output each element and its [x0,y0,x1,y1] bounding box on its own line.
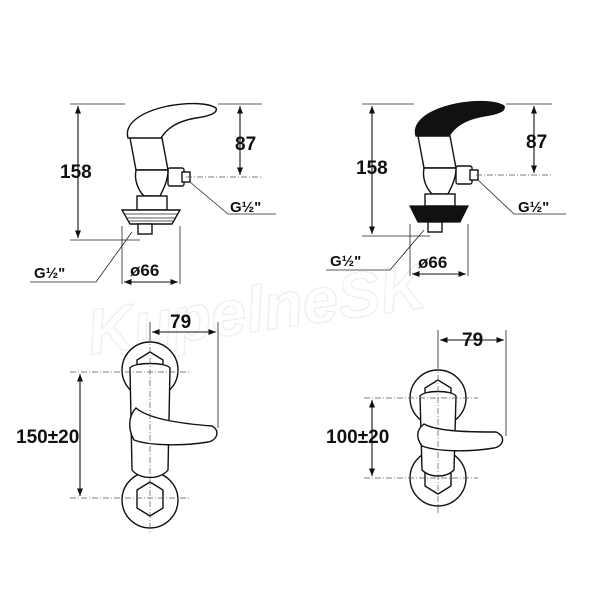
lever-handle [414,100,505,139]
lever-top [417,423,504,452]
top-view-left: 79 150±20 [16,312,219,534]
valve-body [129,137,169,171]
inlet-nipple [427,221,443,233]
height-label: 158 [60,162,92,183]
outlet-height-label: 87 [235,134,256,155]
outlet-thread-label: G½" [230,199,261,216]
spacing-label: 100±20 [326,427,389,448]
inlet-thread-leader [30,231,133,283]
depth-label: 79 [170,312,191,333]
outlet-thread-label: G½" [518,199,549,216]
height-label: 158 [356,158,388,179]
top-view-right: 79 100±20 [326,330,507,514]
valve-neck [134,169,169,197]
outlet-thread-leader [189,181,276,215]
inlet-thread-label: G½" [330,253,361,270]
lever-top [129,407,218,446]
diameter-label: ø66 [130,261,159,280]
diameter-label: ø66 [418,253,447,272]
wall-rosette [120,209,182,225]
front-view-left: 158 87 G½" G½" ø66 [30,102,276,286]
inlet-thread-leader [326,229,425,271]
outlet-height-label: 87 [526,132,547,153]
connector-nut [424,193,456,207]
outlet-thread-leader [477,179,566,215]
connector-nut [136,195,168,211]
inlet-thread-label: G½" [34,265,65,282]
depth-label: 79 [462,330,483,351]
valve-neck [422,167,457,195]
valve-body [417,135,457,169]
spacing-label: 150±20 [16,427,79,448]
wall-rosette [409,205,469,223]
lever-handle [126,102,217,141]
front-view-right: 158 87 G½" G½" ø66 [326,100,566,278]
inlet-nipple [137,223,153,235]
